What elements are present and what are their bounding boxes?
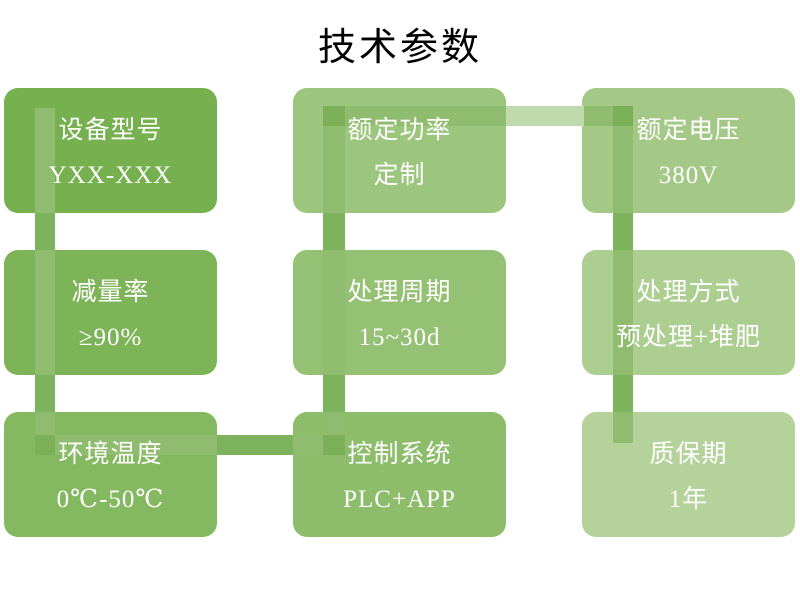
param-value: 预处理+堆肥 [615,324,762,351]
connector-corner [35,435,55,455]
param-value: PLC+APP [343,486,456,513]
connector-gap-top [506,106,584,126]
connector-gap-piece [323,375,345,412]
param-value: 380V [658,162,719,189]
connector-corner [323,106,345,126]
param-value: YXX-XXX [48,162,173,189]
page-title: 技术参数 [317,27,482,69]
param-label: 减量率 [71,279,150,306]
connector-segment-vertical-middle [323,106,345,455]
param-label: 处理方式 [636,279,741,306]
connector-corner [323,435,345,455]
connector-gap-piece [613,375,633,412]
connector-gap-piece [613,213,633,250]
param-label: 额定电压 [636,117,741,144]
param-value: 1年 [668,486,709,513]
connector-corner [613,106,633,126]
connector-segment-vertical-right [613,106,633,443]
connector-gap-piece [323,213,345,250]
param-value: 定制 [373,162,426,189]
param-label: 额定功率 [347,117,452,144]
connector-gap-piece [217,435,293,455]
param-label: 质保期 [649,441,728,468]
connector-segment-vertical-left [35,108,55,455]
param-value: 0℃-50℃ [56,486,165,513]
param-label: 设备型号 [58,117,163,144]
param-value: ≥90% [78,324,143,351]
param-value: 15~30d [358,324,441,351]
connector-gap-piece [35,213,55,250]
param-label: 控制系统 [347,441,452,468]
connector-gap-piece [35,375,55,412]
param-label: 环境温度 [58,441,163,468]
param-label: 处理周期 [347,279,452,306]
